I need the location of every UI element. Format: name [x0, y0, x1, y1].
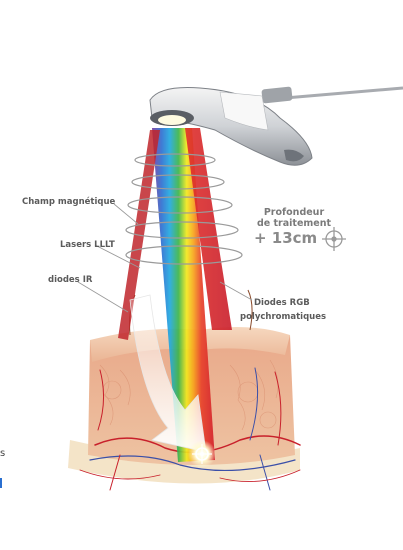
depth-target-icon: [322, 227, 346, 251]
handpiece-body: [149, 87, 313, 166]
edge-text-fragment: s: [0, 448, 6, 459]
depth-title-line1: Profondeur: [263, 207, 325, 218]
handpiece: [149, 86, 403, 166]
edge-link-fragment: [0, 478, 2, 488]
handpiece-side-panel: [219, 91, 269, 131]
label-ir-diodes: diodes IR: [48, 275, 93, 285]
leader-lines: [77, 203, 253, 313]
depth-title-line2: de traitement: [256, 218, 332, 229]
emitter-glow: [158, 115, 186, 125]
label-rgb-diodes: Diodes RGB: [254, 298, 310, 308]
skin-texture: [99, 359, 279, 431]
label-lllt-lasers: Lasers LLLT: [60, 240, 115, 250]
depth-value: + 13cm: [254, 229, 318, 247]
treatment-target: [188, 440, 216, 468]
red-laser-beam: [185, 128, 232, 330]
handpiece-rod: [284, 86, 403, 100]
label-magnetic-field: Champ magnétique: [22, 197, 116, 207]
magnetic-field-rings: [125, 153, 243, 265]
penetration-arrow: [129, 294, 207, 453]
handpiece-button: [284, 149, 304, 162]
label-rgb-polychromatic: polychromatiques: [240, 312, 327, 322]
rod-connector: [261, 86, 293, 104]
rgb-beam: [152, 128, 215, 462]
